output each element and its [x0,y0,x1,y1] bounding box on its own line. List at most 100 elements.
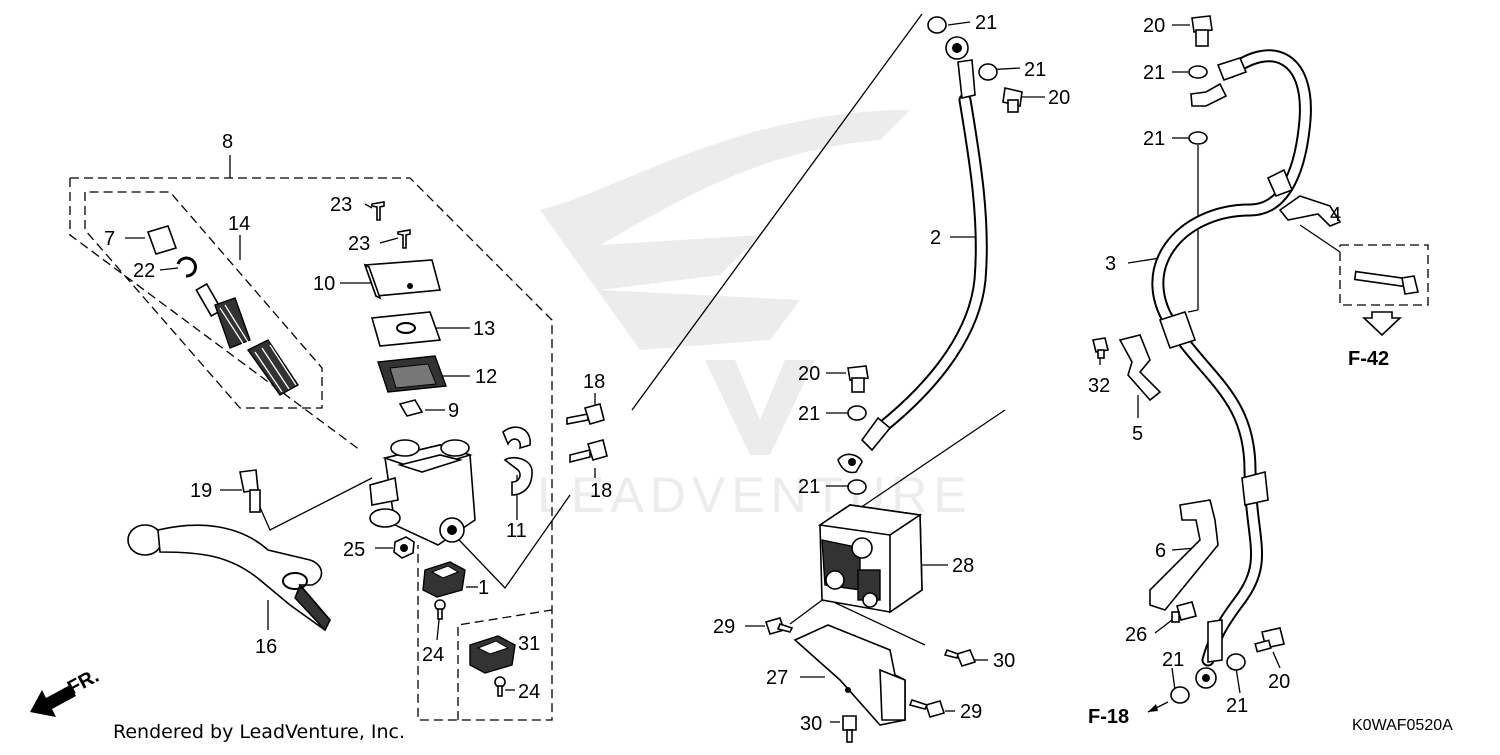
label-part-7: 7 [104,228,115,250]
lever-pivot-bolt [239,469,261,513]
footer-credit: Rendered by LeadVenture, Inc. [113,721,405,743]
label-part-21: 21 [798,476,820,498]
label-part-10: 10 [313,273,335,295]
label-part-24: 24 [422,644,444,666]
switch-screw-alt [494,676,506,697]
brake-hose-rear [1151,49,1312,689]
boot [146,225,178,255]
label-part-8: 8 [222,131,233,153]
diagram-code: K0WAF0520A [1352,717,1453,734]
label-part-21: 21 [1024,59,1046,81]
brake-hose-front [837,36,988,474]
bracket-bolt [842,715,857,743]
label-part-24: 24 [518,681,540,703]
label-part-9: 9 [448,400,459,422]
cap-screw [371,201,385,221]
label-part-20: 20 [1268,671,1290,693]
label-part-26: 26 [1125,624,1147,646]
label-part-21: 21 [1226,695,1248,717]
label-part-14: 14 [228,213,250,235]
ref-arrow-f18[interactable]: F-18 [1088,701,1169,728]
label-part-20: 20 [1143,15,1165,37]
label-part-32: 32 [1088,375,1110,397]
label-part-25: 25 [343,539,365,561]
bracket-bolt [908,699,946,718]
oil-bolt [1002,87,1023,113]
sealing-washer [1188,131,1208,145]
label-part-20: 20 [1048,87,1070,109]
holder-bolt [569,439,608,464]
bracket-bolt [943,648,977,667]
holder [502,426,533,496]
sealing-washer [978,63,998,81]
clamp-bolt [1353,270,1419,295]
stop-switch-alt [469,635,516,674]
circlip [176,256,197,278]
label-part-31: 31 [518,633,540,655]
stop-switch [422,561,466,598]
reservoir-cap [363,259,442,300]
label-part-18: 18 [590,480,612,502]
sealing-washer [847,479,867,495]
stay-bolt [1092,337,1109,359]
ref-f18: F-18 [1088,706,1129,728]
label-part-1: 1 [478,577,489,599]
sealing-washer [1188,65,1208,79]
ref-f42: F-42 [1348,348,1389,370]
hose-guide [1149,499,1219,611]
holder-bolt [566,403,605,425]
master-cylinder-body [369,439,476,546]
abs-modulator [817,504,923,614]
label-part-2: 2 [930,227,941,249]
label-part-22: 22 [133,260,155,282]
float [398,399,424,417]
label-part-21: 21 [1162,649,1184,671]
front-direction-arrow: FR. [30,665,103,717]
label-part-13: 13 [473,318,495,340]
label-part-4: 4 [1330,204,1341,226]
sealing-washer [927,16,947,34]
hose-stay [1118,334,1162,402]
abs-bracket [793,624,906,726]
label-part-21: 21 [975,12,997,34]
sealing-washer [1170,686,1190,704]
label-part-30: 30 [800,713,822,735]
sealing-washer [1226,653,1246,671]
label-part-29: 29 [713,616,735,638]
label-part-21: 21 [1143,62,1165,84]
label-part-28: 28 [952,555,974,577]
label-part-23: 23 [348,233,370,255]
master-cylinder-group [127,201,608,697]
label-part-12: 12 [475,366,497,388]
label-part-11: 11 [506,520,527,542]
hose-clamp [1278,195,1342,227]
label-part-20: 20 [798,363,820,385]
sealing-washer [847,405,867,421]
watermark-wing-logo [540,110,910,350]
part-labels: 8 14 7 22 23 23 10 13 12 9 19 16 25 1 24… [104,12,1341,735]
label-part-30: 30 [993,650,1015,672]
diaphragm [377,355,447,393]
label-part-19: 19 [190,480,212,502]
oil-bolt [1191,15,1213,47]
ref-arrow-f42[interactable]: F-42 [1348,311,1403,370]
label-part-6: 6 [1155,540,1166,562]
label-part-21: 21 [798,403,820,425]
piston-set [195,282,300,396]
diaphragm-plate [370,311,442,347]
watermark: LEADVENTURE [537,110,967,523]
oil-bolt [847,365,869,393]
label-part-29: 29 [960,701,982,723]
label-part-3: 3 [1105,253,1116,275]
assembly-outlines [69,177,1429,721]
label-part-27: 27 [766,667,788,689]
watermark-v-logo [705,360,815,455]
switch-screw [434,599,446,620]
label-part-5: 5 [1132,423,1143,445]
brake-lever [127,524,331,632]
bracket-bolt [764,617,794,635]
label-part-23: 23 [330,194,352,216]
guide-bolt [1171,601,1197,623]
label-part-16: 16 [255,636,277,658]
